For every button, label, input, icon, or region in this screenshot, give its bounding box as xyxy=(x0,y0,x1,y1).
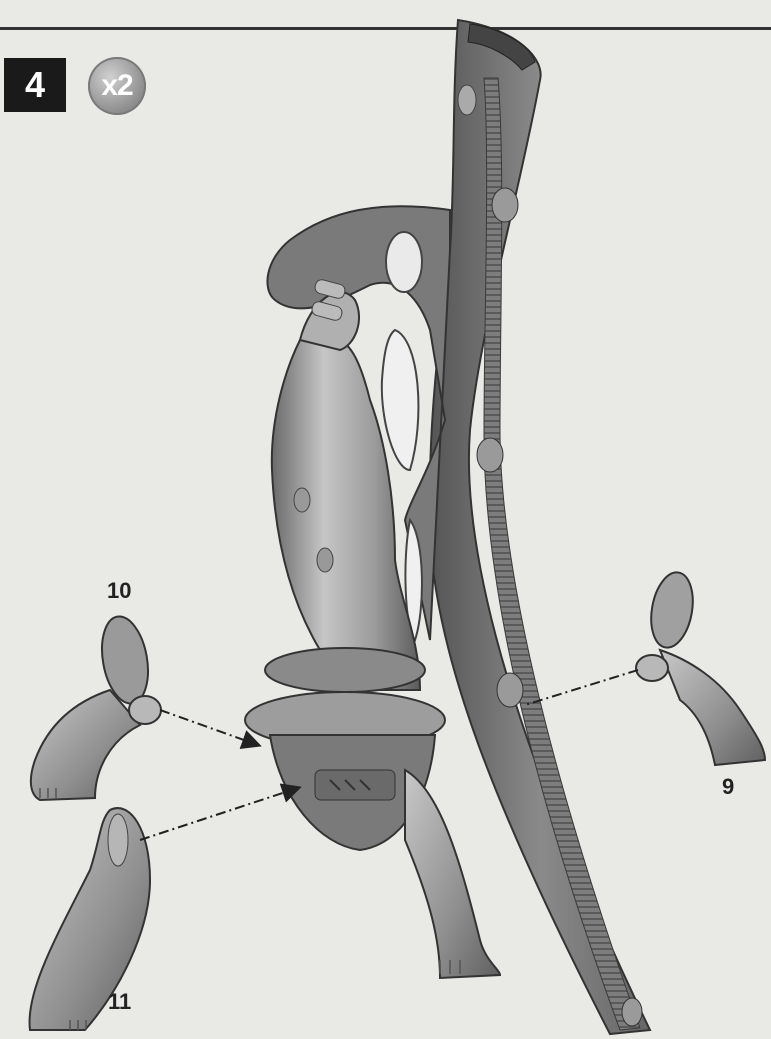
part-11-leg xyxy=(30,808,150,1030)
part-10-foot xyxy=(31,613,161,800)
part-label-9: 9 xyxy=(722,774,734,800)
part-9-foot xyxy=(636,569,765,765)
assembly-arrow-10 xyxy=(160,710,258,745)
part-label-11: 11 xyxy=(108,989,131,1015)
assembly-arrow-11 xyxy=(140,788,298,840)
assembly-arrow-9 xyxy=(525,670,638,705)
part-label-10: 10 xyxy=(107,578,131,604)
